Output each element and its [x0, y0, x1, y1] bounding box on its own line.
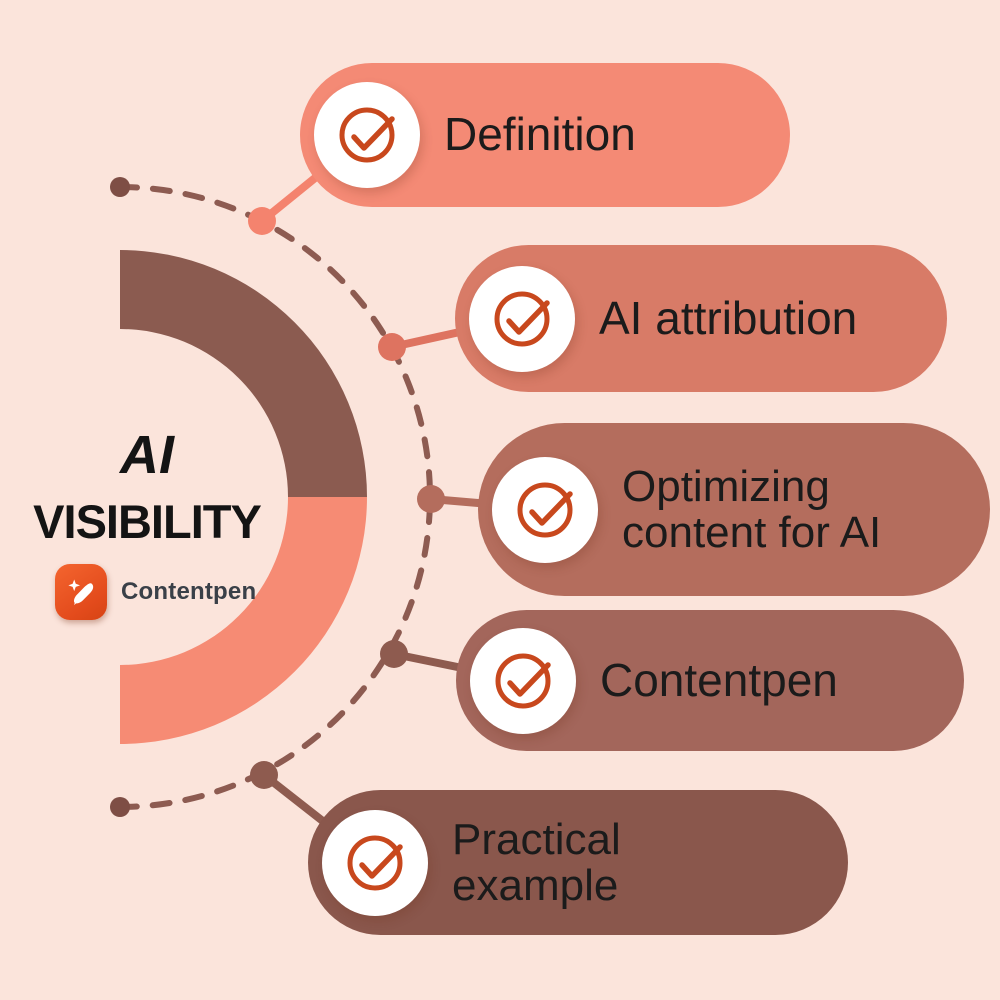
page-title-ai: AI — [120, 425, 174, 485]
pill-label: AI attribution — [599, 291, 858, 344]
check-circle-icon — [495, 653, 551, 708]
arc-endpoint-dot-top — [110, 177, 130, 197]
connector-node-definition — [248, 207, 276, 235]
pill-label: Practical example — [452, 814, 621, 910]
pill-label: Contentpen — [600, 653, 838, 706]
check-circle-badge — [492, 456, 598, 563]
topic-pill-definition: Definition — [300, 63, 790, 207]
connector-node-practical-example — [250, 761, 278, 789]
topic-pill-contentpen: Contentpen — [456, 610, 964, 751]
connector-node-ai-attribution — [378, 333, 406, 361]
contentpen-logo-icon — [55, 564, 107, 620]
check-circle-badge — [469, 265, 575, 372]
check-circle-icon — [339, 107, 395, 163]
page-title-visibility: VISIBILITY — [33, 495, 262, 548]
check-circle-icon — [517, 482, 573, 537]
pill-label: Optimizing content for AI — [622, 461, 882, 557]
topic-pill-optimizing-content: Optimizing content for AI — [478, 423, 990, 596]
check-circle-badge — [314, 82, 420, 188]
progress-arc-top — [120, 250, 367, 497]
brand-name: Contentpen — [121, 578, 257, 605]
check-circle-icon — [347, 835, 403, 890]
brand-lockup: Contentpen — [55, 564, 256, 620]
arc-endpoint-dot-bottom — [110, 797, 130, 817]
progress-arc-bottom — [120, 497, 367, 744]
connector-node-optimizing — [417, 485, 445, 513]
connector-node-contentpen — [380, 640, 408, 668]
pill-label: Definition — [444, 108, 636, 161]
pen-sparkle-icon — [68, 579, 94, 606]
topic-pill-ai-attribution: AI attribution — [455, 245, 947, 392]
topic-pill-practical-example: Practical example — [308, 790, 848, 935]
check-circle-icon — [494, 291, 550, 346]
check-circle-badge — [322, 809, 428, 916]
check-circle-badge — [470, 627, 576, 734]
